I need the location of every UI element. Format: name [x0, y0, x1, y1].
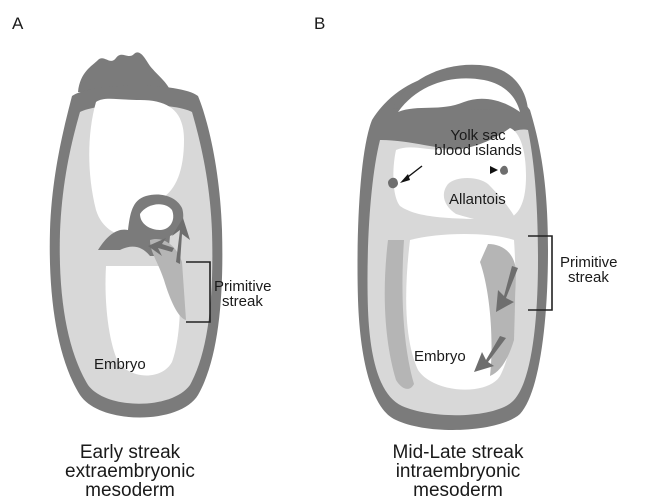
- label-line: Yolk sac: [418, 128, 538, 143]
- panel-b-letter: B: [314, 14, 325, 34]
- panel-b-caption: Mid-Late streak intraembryonic mesoderm: [348, 443, 568, 500]
- panel-a-caption: Early streak extraembryonic mesoderm: [30, 443, 230, 500]
- caption-line: extraembryonic: [30, 462, 230, 481]
- label-line: Primitive: [214, 279, 292, 294]
- panel-a-embryo-label: Embryo: [94, 357, 146, 372]
- allantois-label: Allantois: [449, 192, 506, 207]
- caption-line: Mid-Late streak: [348, 443, 568, 462]
- label-line: streak: [214, 294, 292, 309]
- label-line: streak: [560, 270, 638, 285]
- caption-line: mesoderm: [30, 481, 230, 500]
- panel-b-primitive-streak-label: Primitive streak: [560, 255, 638, 285]
- label-line: blood islands: [418, 143, 538, 158]
- panel-a-letter: A: [12, 14, 23, 34]
- panel-b-embryo-label: Embryo: [414, 349, 466, 364]
- caption-line: Early streak: [30, 443, 230, 462]
- caption-line: mesoderm: [348, 481, 568, 500]
- yolk-sac-label: Yolk sac blood islands: [418, 128, 538, 158]
- panel-a-primitive-streak-label: Primitive streak: [214, 279, 292, 309]
- caption-line: intraembryonic: [348, 462, 568, 481]
- label-line: Primitive: [560, 255, 638, 270]
